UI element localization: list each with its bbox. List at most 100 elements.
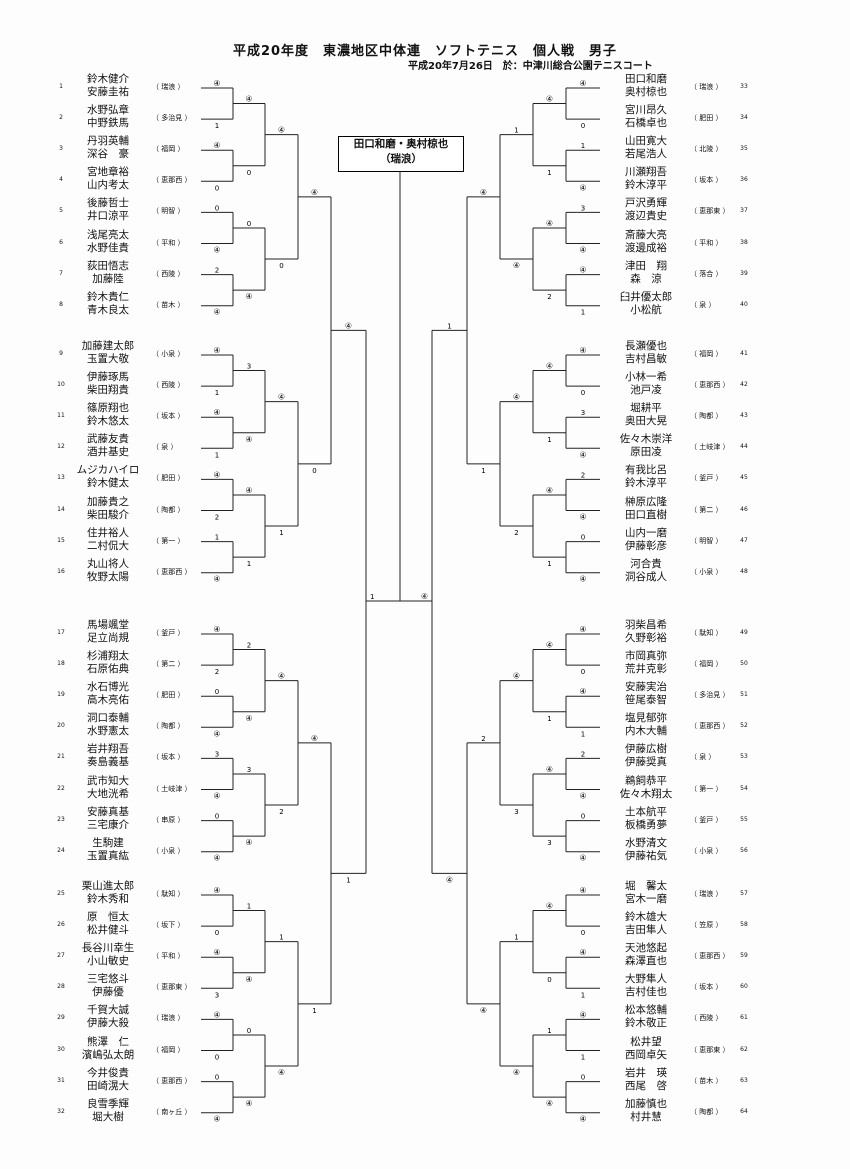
player-name: 鈴木雄大 [625, 911, 667, 924]
entry-number: 6 [59, 238, 63, 246]
player-pair: 今井俊貴田崎滉大 [65, 1067, 151, 1093]
entry-number: 25 [57, 890, 65, 897]
match-score: 1 [346, 876, 350, 884]
player-pair: 鵜飼恭平佐々木翔太 [603, 775, 689, 801]
player-name: 笹尾泰智 [625, 694, 667, 707]
player-pair: 鈴木貴仁青木良太 [65, 291, 151, 317]
player-pair: 宮地章裕山内考太 [65, 166, 151, 192]
player-name: 安藤実治 [625, 681, 667, 694]
player-name: 伊藤優 [92, 986, 124, 999]
match-score: 0 [312, 467, 316, 475]
match-score: 0 [215, 688, 219, 696]
player-pair: 鈴木雄大吉田隼人 [603, 911, 689, 937]
entry-number: 8 [59, 300, 63, 308]
match-score: 1 [215, 122, 219, 130]
school-name: （ 坂本 ） [152, 412, 185, 421]
match-score: 3 [514, 808, 518, 816]
player-name: 良雪季輝 [87, 1097, 129, 1110]
school-name: （ 駄知 ） [152, 890, 185, 898]
player-name: 渡辺貴史 [625, 210, 667, 223]
match-score: 0 [581, 929, 585, 937]
player-pair: 田口和磨奥村椋也 [603, 73, 689, 99]
match-score: 1 [215, 534, 219, 542]
match-score: ④ [546, 1099, 553, 1108]
match-score: 1 [447, 322, 451, 330]
player-name: 深谷 豪 [87, 148, 129, 161]
player-pair: 天池悠起森澤直也 [603, 942, 689, 968]
player-name: 松井健斗 [87, 924, 129, 937]
player-pair: 加藤慎也村井慧 [603, 1098, 689, 1124]
player-pair: 羽柴昌希久野彰裕 [603, 619, 689, 645]
match-score: ④ [311, 734, 318, 743]
match-score: ④ [579, 687, 586, 696]
match-score: ④ [213, 854, 220, 863]
player-name: 杉浦翔太 [87, 650, 129, 663]
player-name: 丸山将人 [87, 557, 129, 570]
match-score: ④ [513, 393, 520, 402]
entry-number: 59 [740, 952, 748, 960]
player-name: 武藤友貴 [87, 433, 129, 446]
player-name: 大地洸希 [87, 787, 129, 800]
match-score: ④ [480, 1006, 487, 1015]
player-name: 西岡卓矢 [625, 1048, 667, 1061]
player-pair: 堀 馨太宮木一磨 [603, 880, 689, 906]
player-name: 鈴木健介 [87, 73, 129, 85]
school-name: （ 小泉 ） [690, 846, 723, 855]
school-name: （ 駄知 ） [690, 629, 723, 637]
player-name: 加藤慎也 [625, 1097, 667, 1110]
entry-number: 1 [59, 83, 63, 90]
player-pair: 武市知大大地洸希 [65, 775, 151, 801]
player-name: 土本航平 [625, 805, 667, 818]
match-score: ④ [213, 79, 220, 88]
player-name: 水野佳貴 [87, 241, 129, 254]
player-name: 長瀬優也 [625, 340, 667, 352]
match-score: ④ [546, 902, 553, 911]
match-score: ④ [213, 886, 220, 895]
match-score: ④ [213, 948, 220, 957]
player-name: 水野弘章 [87, 104, 129, 117]
match-score: 0 [581, 668, 585, 676]
match-score: 0 [581, 389, 585, 397]
match-score: ④ [213, 792, 220, 801]
match-score: ④ [245, 95, 252, 104]
player-pair: 松井望西岡卓矢 [603, 1036, 689, 1062]
player-pair: 小林一希池戸凌 [603, 371, 689, 397]
match-score: 0 [581, 534, 585, 542]
player-pair: 三宅悠斗伊藤優 [65, 973, 151, 999]
player-name: 小山敏史 [87, 955, 129, 968]
match-score: ④ [345, 321, 352, 330]
entry-number: 30 [57, 1045, 65, 1053]
player-pair: 伊藤琢馬柴田翔貴 [65, 371, 151, 397]
entry-number: 7 [59, 269, 63, 277]
match-score: ④ [245, 435, 252, 444]
match-score: 2 [547, 293, 551, 301]
player-name: 加藤陸 [92, 272, 124, 285]
player-pair: 栗山進太郎鈴木秀和 [65, 880, 151, 906]
player-name: 森 涼 [630, 272, 662, 285]
player-pair: 津田 翔森 涼 [603, 260, 689, 286]
player-name: 柴田翔貴 [87, 384, 129, 397]
player-name: 岩井 瑛 [625, 1066, 667, 1079]
match-score: 0 [215, 184, 219, 192]
player-name: 住井裕人 [87, 526, 129, 539]
school-name: （ 陶都 ） [690, 412, 723, 421]
school-name: （ 釜戸 ） [152, 629, 185, 637]
player-name: 渡邊成裕 [625, 241, 667, 254]
school-name: （ 土岐津 ） [152, 784, 192, 793]
school-name: （ 釜戸 ） [690, 474, 723, 483]
player-name: 吉村昌敏 [625, 353, 667, 365]
school-name: （ 西陵 ） [152, 269, 185, 278]
school-name: （ 西陵 ） [690, 1014, 723, 1023]
